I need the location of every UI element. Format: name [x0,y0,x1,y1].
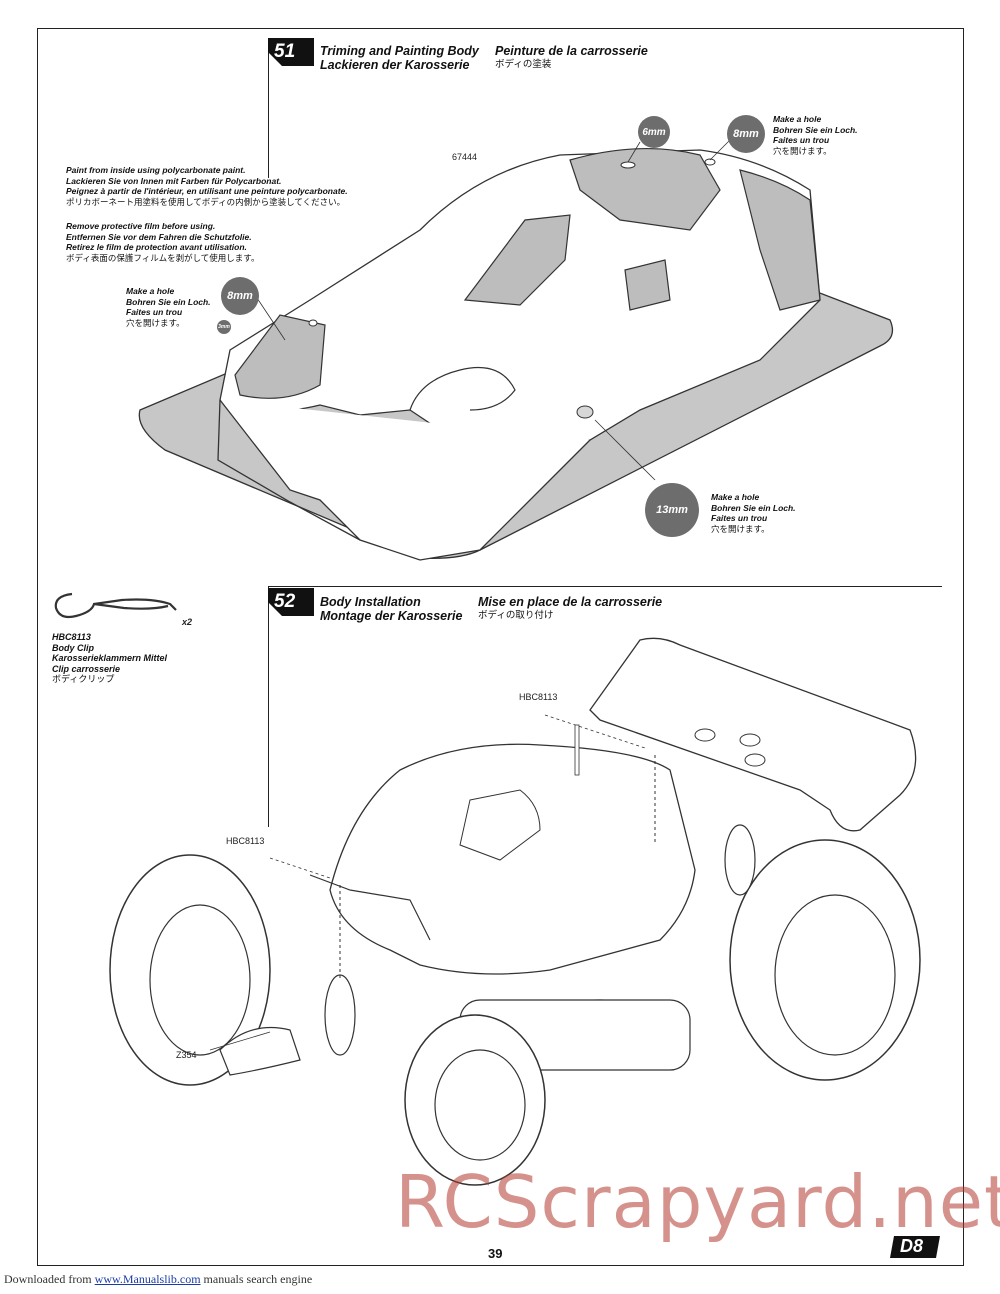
d8-logo-text: D8 [900,1236,924,1256]
film-note-fr: Retirez le film de protection avant util… [66,242,247,252]
step-divider [268,586,942,587]
hole-note-left-fr: Faites un trou [126,307,183,317]
paint-note-jp: ポリカボーネート用塗料を使用してボディの内側から塗装してください。 [66,196,346,207]
clip-code: HBC8113 [52,632,91,642]
hole-13mm-marker: 13mm [645,483,699,537]
clip-name-de: Karosserieklammern Mittel [52,653,168,663]
clip-info: HBC8113 Body Clip Karosserieklammern Mit… [52,632,167,685]
hole-8mm-top-marker: 8mm [727,115,765,153]
page-number: 39 [488,1246,503,1261]
d8-logo: D8 [888,1234,942,1260]
hole-note-top-jp: 穴を開けます。 [773,145,832,156]
step51-number: 51 [274,41,296,62]
hole-6mm-marker: 6mm [638,116,670,148]
hole-8mm-left-marker: 8mm [221,277,259,315]
film-note-de: Entfernen Sie vor dem Fahren die Schutzf… [66,231,252,242]
body-part-number: 67444 [452,152,478,162]
hole-note-left-jp: 穴を開けます。 [126,317,185,328]
clip-name-jp: ボディクリップ [52,674,115,684]
hole-note-bottom-fr: Faites un trou [711,513,768,523]
clip-name-fr: Clip carrosserie [52,663,121,674]
clip-quantity: x2 [182,617,193,627]
hole-3mm-marker: 3mm [217,320,231,334]
step52-title-en-de: Body Installation Montage der Karosserie [320,595,462,623]
step52-title-en: Body Installation [320,595,421,609]
step51-title-jp: ボディの塗装 [495,59,552,70]
buggy-assembly-drawing [109,637,921,1186]
hole-note-left-de: Bohren Sie ein Loch. [126,296,211,307]
hole-note-bottom-de: Bohren Sie ein Loch. [711,502,796,513]
hole-note-left-en: Make a hole [126,286,175,296]
film-note-jp: ボディ表面の保護フィルムを剥がして使用します。 [66,252,260,263]
paint-note-en: Paint from inside using polycarbonate pa… [66,165,246,175]
step52-title-fr: Mise en place de la carrosserie [478,595,663,609]
step51-title-fr-jp: Peinture de la carrosserie ボディの塗装 [495,44,648,72]
step52-title-fr-jp: Mise en place de la carrosserie ボディの取り付け [478,595,662,623]
paint-note-fr: Peignez à partir de l'intérieur, en util… [66,186,348,196]
step51-title-fr: Peinture de la carrosserie [495,44,648,58]
step51-vertical-rule [268,40,269,178]
hole-note-bottom-jp: 穴を開けます。 [711,523,770,534]
step51-title-en: Triming and Painting Body [320,44,479,58]
hole-note-top: Make a hole Bohren Sie ein Loch. Faites … [773,114,893,156]
footer-prefix: Downloaded from [4,1272,92,1286]
screw-label: Z354 [176,1050,197,1060]
step52-vertical-rule [268,587,269,827]
download-footer: Downloaded from www.Manualslib.com manua… [4,1272,312,1287]
hole-note-left: Make a hole Bohren Sie ein Loch. Faites … [126,286,226,328]
step52-number: 52 [274,591,296,612]
step52-title-jp: ボディの取り付け [478,610,554,621]
hole-note-top-de: Bohren Sie ein Loch. [773,124,858,135]
paint-note-de: Lackieren Sie von Innen mit Farben für P… [66,175,282,186]
clip-label-top: HBC8113 [519,692,558,702]
step51-badge: 51 [268,38,314,66]
body-clip-icon [54,592,177,619]
step51-title-de: Lackieren der Karosserie [320,58,470,72]
footer-link[interactable]: www.Manualslib.com [94,1272,201,1286]
clip-name-en: Body Clip [52,642,94,653]
paint-note: Paint from inside using polycarbonate pa… [66,165,396,207]
hole-note-bottom: Make a hole Bohren Sie ein Loch. Faites … [711,492,831,534]
hole-note-top-en: Make a hole [773,114,822,124]
watermark: RCScrapyard.net [395,1160,1000,1244]
body-painting-drawing [138,139,894,561]
clip-label-left: HBC8113 [226,836,265,846]
hole-note-top-fr: Faites un trou [773,135,830,145]
step51-title-en-de: Triming and Painting Body Lackieren der … [320,44,479,72]
footer-suffix: manuals search engine [203,1272,313,1286]
step52-badge: 52 [268,588,314,616]
step52-title-de: Montage der Karosserie [320,609,463,623]
film-note-en: Remove protective film before using. [66,221,216,231]
hole-note-bottom-en: Make a hole [711,492,760,502]
film-note: Remove protective film before using. Ent… [66,221,366,263]
page-frame [37,28,964,1266]
